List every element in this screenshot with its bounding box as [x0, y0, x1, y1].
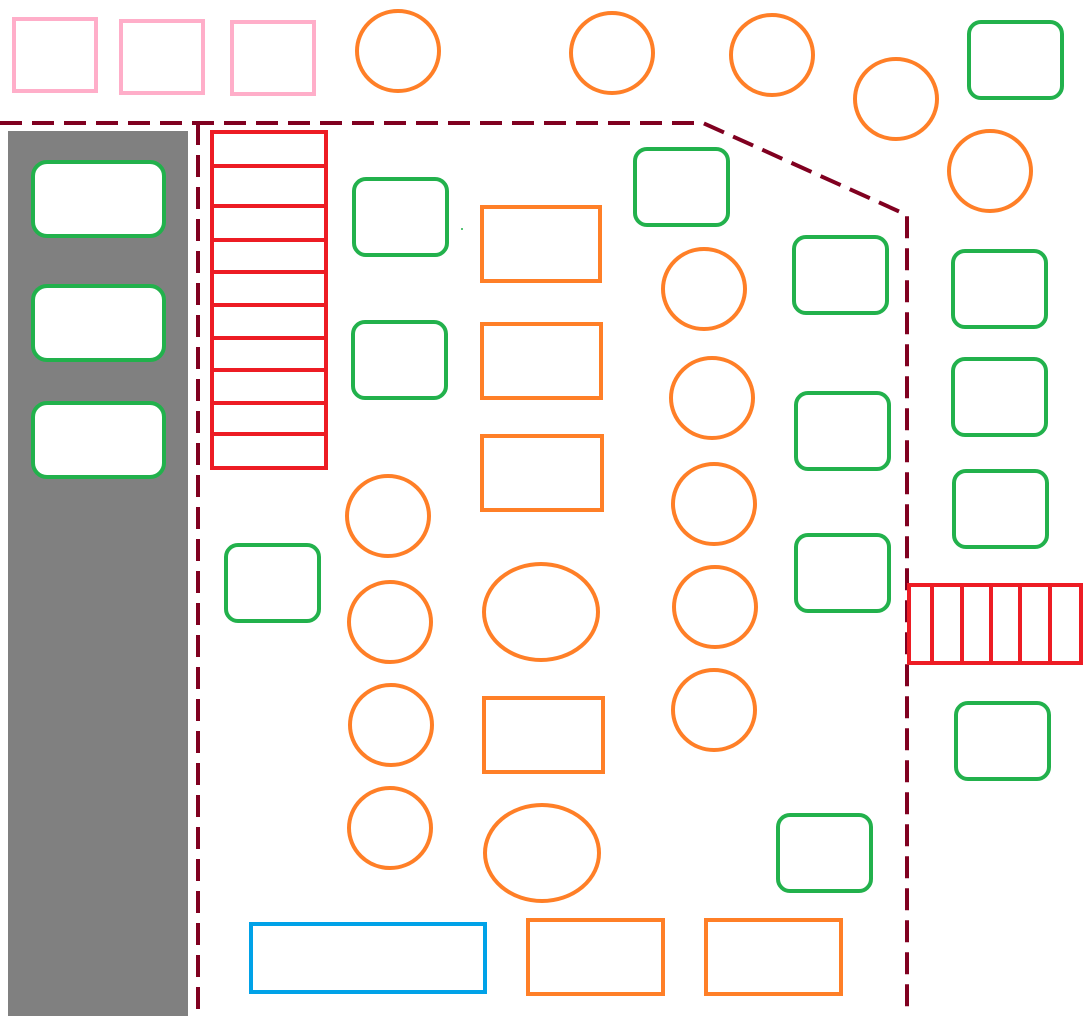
green-block-1	[967, 20, 1064, 100]
red-ladder-vertical-frame	[210, 130, 328, 470]
orange-circle-5	[947, 129, 1033, 213]
orange-circle-4	[853, 57, 939, 141]
green-block-6	[951, 249, 1048, 329]
red-ladder-horizontal-frame	[907, 583, 1083, 665]
pink-square-1	[12, 17, 98, 93]
orange-circle-12	[347, 580, 433, 664]
orange-circle-11	[345, 474, 431, 558]
pink-square-2	[119, 19, 205, 95]
orange-rect-1	[480, 205, 602, 283]
orange-circle-8	[671, 462, 757, 546]
orange-oval-2	[483, 803, 601, 903]
green-block-7	[951, 357, 1048, 437]
green-block-5	[351, 320, 448, 400]
red-ladder-horizontal	[907, 583, 1083, 665]
pink-square-3	[230, 20, 316, 96]
orange-circle-1	[355, 9, 441, 93]
orange-rect-4	[482, 696, 605, 774]
orange-circle-7	[669, 356, 755, 440]
green-block-10	[224, 543, 321, 623]
gray-strip-area	[8, 131, 188, 1016]
orange-circles	[345, 9, 1033, 903]
orange-rect-5	[526, 918, 665, 996]
orange-circle-14	[347, 786, 433, 870]
orange-circle-9	[672, 565, 758, 649]
green-block-11	[794, 533, 891, 613]
gray-strip	[8, 131, 188, 1016]
green-block-3	[633, 147, 730, 227]
green-block-strip-2	[31, 284, 166, 362]
green-block-4	[792, 235, 889, 315]
green-block-13	[776, 813, 873, 893]
green-block-8	[794, 391, 891, 471]
orange-rectangles	[480, 205, 843, 996]
green-block-9	[952, 469, 1049, 549]
stray-dot	[461, 228, 463, 230]
pink-squares	[12, 17, 316, 96]
orange-circle-6	[661, 247, 747, 331]
green-block-12	[954, 701, 1051, 781]
orange-circle-13	[348, 683, 434, 767]
orange-circle-3	[729, 13, 815, 97]
orange-oval-1	[482, 562, 600, 662]
orange-rect-3	[480, 434, 604, 512]
orange-rect-2	[480, 322, 603, 400]
orange-circle-2	[569, 11, 655, 95]
red-ladder-vertical	[210, 130, 328, 470]
orange-circle-10	[671, 668, 757, 752]
green-block-strip-3	[31, 401, 166, 479]
green-block-strip-1	[31, 160, 166, 238]
blue-rectangle	[249, 922, 487, 994]
green-block-2	[352, 177, 449, 257]
orange-rect-6	[704, 918, 843, 996]
green-blocks	[224, 20, 1064, 893]
